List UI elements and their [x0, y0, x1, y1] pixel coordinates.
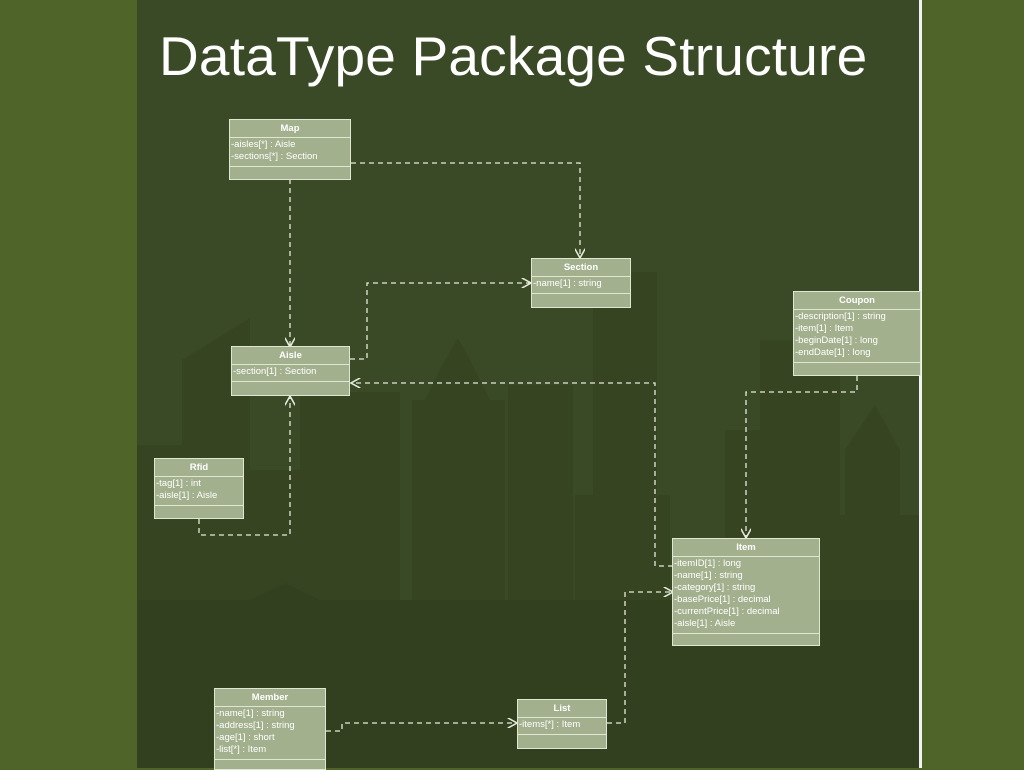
class-item-name: Item: [673, 539, 819, 557]
class-aisle-attributes: -section[1] : Section: [232, 365, 349, 382]
attribute: -aisle[1] : Aisle: [674, 618, 736, 629]
class-member-name: Member: [215, 689, 325, 707]
attribute: -itemID[1] : long: [674, 558, 742, 569]
slide-edge-divider: [919, 0, 922, 768]
class-map-operations: [230, 167, 350, 179]
attribute: -aisle[1] : Aisle: [156, 490, 218, 501]
attribute: -tag[1] : int: [156, 478, 201, 489]
class-aisle-name: Aisle: [232, 347, 349, 365]
class-map[interactable]: Map -aisles[*] : Aisle -sections[*] : Se…: [229, 119, 351, 180]
class-item-attributes: -itemID[1] : long -name[1] : string -cat…: [673, 557, 819, 634]
connector-member-list: [326, 723, 517, 732]
connector-list-item: [607, 592, 673, 724]
slide-title: DataType Package Structure: [159, 25, 868, 87]
attribute: -sections[*] : Section: [231, 151, 318, 162]
class-rfid-attributes: -tag[1] : int -aisle[1] : Aisle: [155, 477, 243, 506]
class-item[interactable]: Item -itemID[1] : long -name[1] : string…: [672, 538, 820, 646]
class-list-name: List: [518, 700, 606, 718]
class-rfid-name: Rfid: [155, 459, 243, 477]
class-list[interactable]: List -items[*] : Item: [517, 699, 607, 749]
attribute: -address[1] : string: [216, 720, 295, 731]
class-rfid[interactable]: Rfid -tag[1] : int -aisle[1] : Aisle: [154, 458, 244, 519]
class-aisle[interactable]: Aisle -section[1] : Section: [231, 346, 350, 396]
class-rfid-operations: [155, 506, 243, 518]
attribute: -name[1] : string: [216, 708, 285, 719]
attribute: -aisles[*] : Aisle: [231, 139, 296, 150]
class-section-attributes: -name[1] : string: [532, 277, 630, 294]
class-list-operations: [518, 735, 606, 747]
class-map-name: Map: [230, 120, 350, 138]
class-section-name: Section: [532, 259, 630, 277]
class-coupon-name: Coupon: [794, 292, 920, 310]
class-section[interactable]: Section -name[1] : string: [531, 258, 631, 308]
class-aisle-operations: [232, 382, 349, 394]
connector-coupon-item: [746, 376, 858, 538]
attribute: -item[1] : Item: [795, 323, 854, 334]
connector-map-section: [351, 162, 580, 258]
attribute: -endDate[1] : long: [795, 347, 871, 358]
attribute: -name[1] : string: [533, 278, 602, 289]
class-list-attributes: -items[*] : Item: [518, 718, 606, 735]
class-member[interactable]: Member -name[1] : string -address[1] : s…: [214, 688, 326, 770]
attribute: -name[1] : string: [674, 570, 743, 581]
connector-item-aisle: [351, 383, 673, 567]
class-map-attributes: -aisles[*] : Aisle -sections[*] : Sectio…: [230, 138, 350, 167]
attribute: -basePrice[1] : decimal: [674, 594, 771, 605]
attribute: -age[1] : short: [216, 732, 275, 743]
connector-aisle-section: [350, 283, 531, 360]
attribute: -list[*] : Item: [216, 744, 267, 755]
attribute: -items[*] : Item: [519, 719, 581, 730]
attribute: -description[1] : string: [795, 311, 886, 322]
class-coupon-operations: [794, 363, 920, 375]
class-coupon-attributes: -description[1] : string -item[1] : Item…: [794, 310, 920, 363]
class-item-operations: [673, 634, 819, 646]
attribute: -category[1] : string: [674, 582, 756, 593]
attribute: -section[1] : Section: [233, 366, 317, 377]
class-section-operations: [532, 294, 630, 306]
class-member-attributes: -name[1] : string -address[1] : string -…: [215, 707, 325, 760]
attribute: -currentPrice[1] : decimal: [674, 606, 780, 617]
class-coupon[interactable]: Coupon -description[1] : string -item[1]…: [793, 291, 921, 376]
attribute: -beginDate[1] : long: [795, 335, 878, 346]
